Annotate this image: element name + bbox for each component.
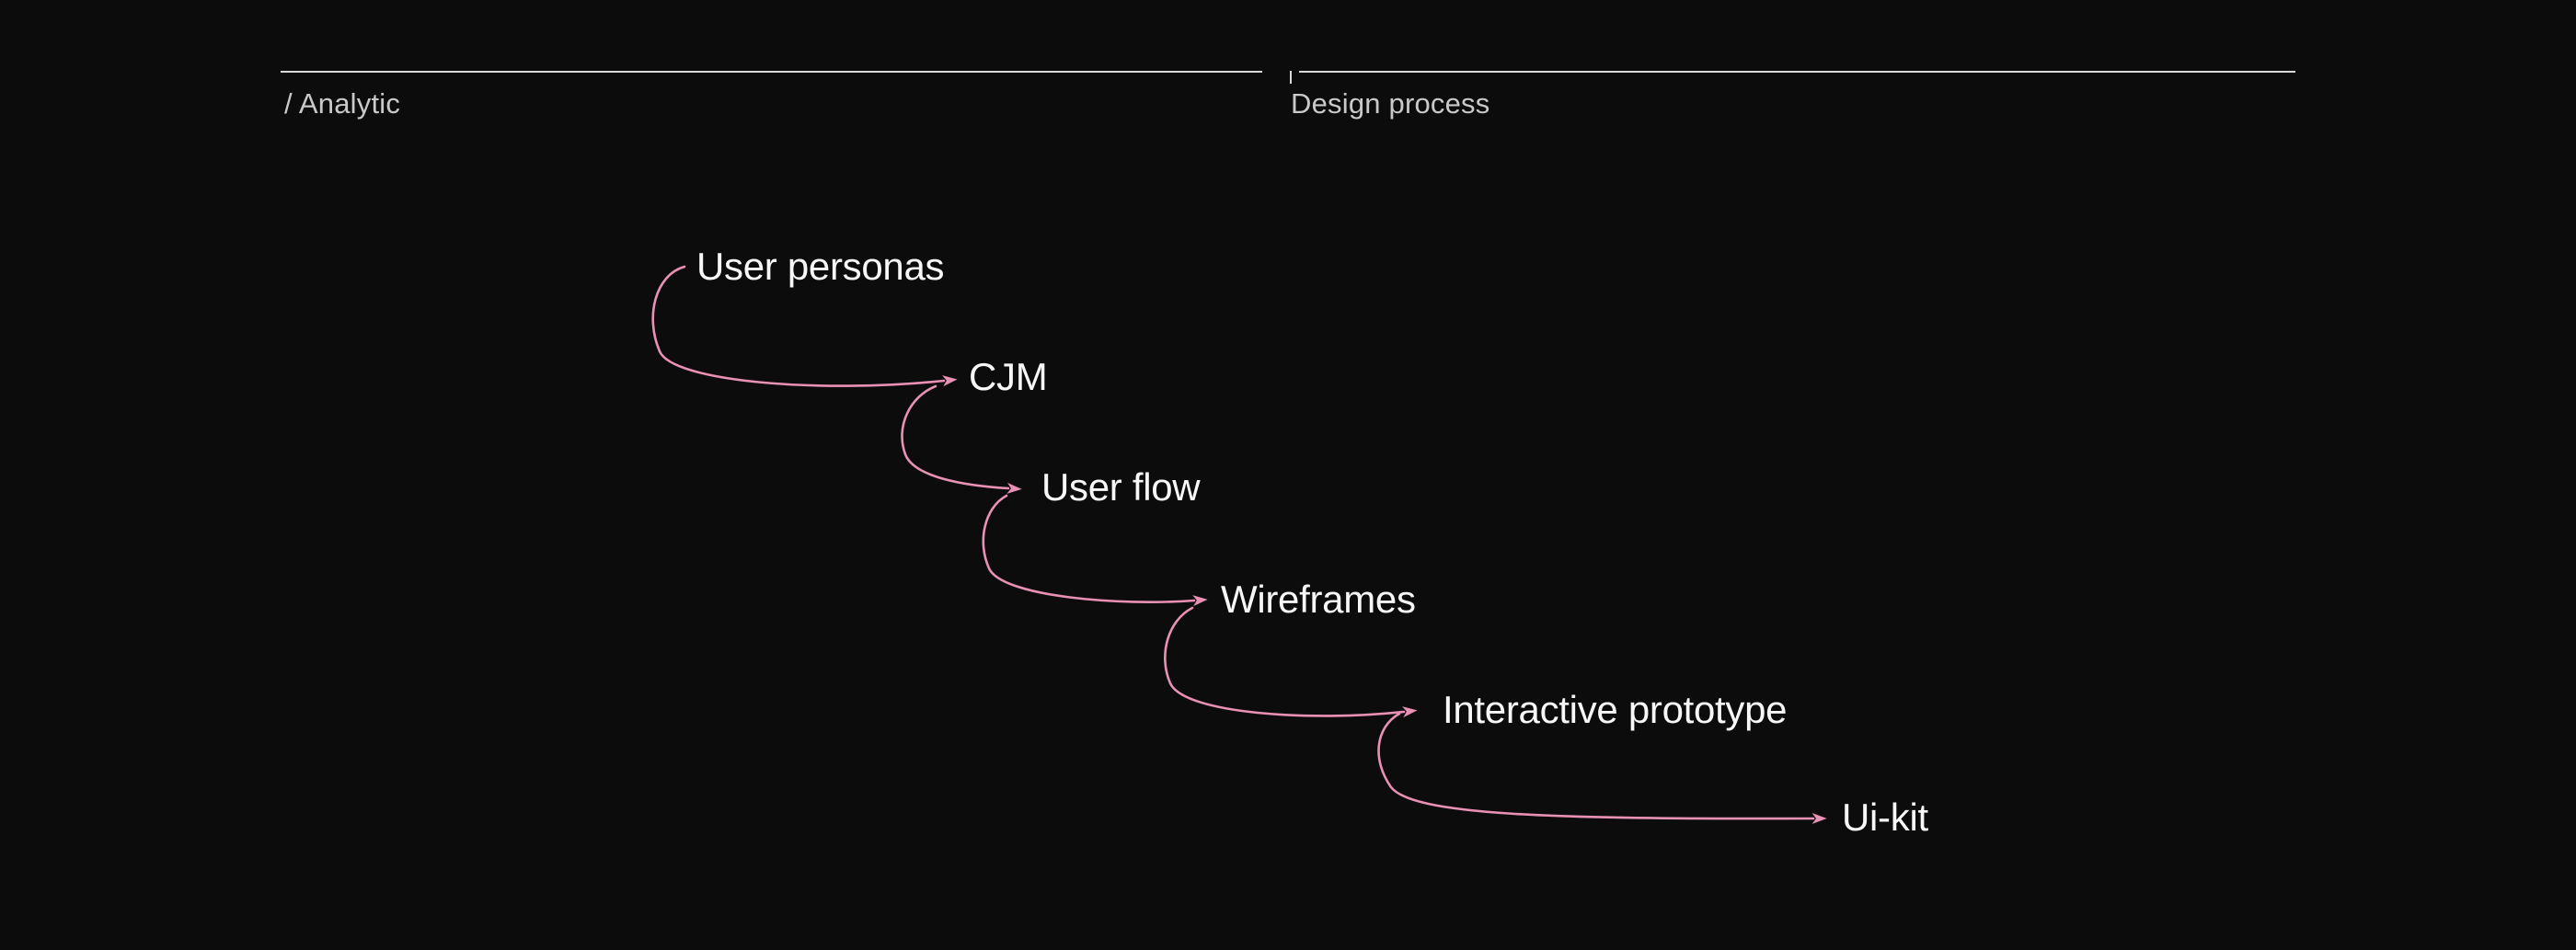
node-label-interactive-prototype: Interactive prototype: [1443, 688, 1788, 732]
node-label-wireframes: Wireframes: [1221, 578, 1416, 622]
connector-user-flow-to-wireframes: [982, 494, 1208, 607]
connector-user-personas-to-cjm: [651, 265, 958, 387]
connector-wireframes-to-interactive-prototype: [1164, 606, 1418, 718]
section-label-analytic: / Analytic: [284, 87, 401, 120]
connector-cjm-to-user-flow: [901, 384, 1022, 494]
node-label-user-flow: User flow: [1041, 465, 1201, 509]
section-label-design-process: Design process: [1291, 87, 1490, 120]
node-label-cjm: CJM: [969, 355, 1048, 399]
header-rule-tick: [1290, 71, 1292, 84]
header-rule-left: [281, 71, 1262, 73]
connector-interactive-prototype-to-ui-kit: [1377, 712, 1827, 825]
node-label-user-personas: User personas: [696, 245, 945, 289]
node-label-ui-kit: Ui-kit: [1842, 795, 1928, 840]
header-rule-right: [1299, 71, 2295, 73]
